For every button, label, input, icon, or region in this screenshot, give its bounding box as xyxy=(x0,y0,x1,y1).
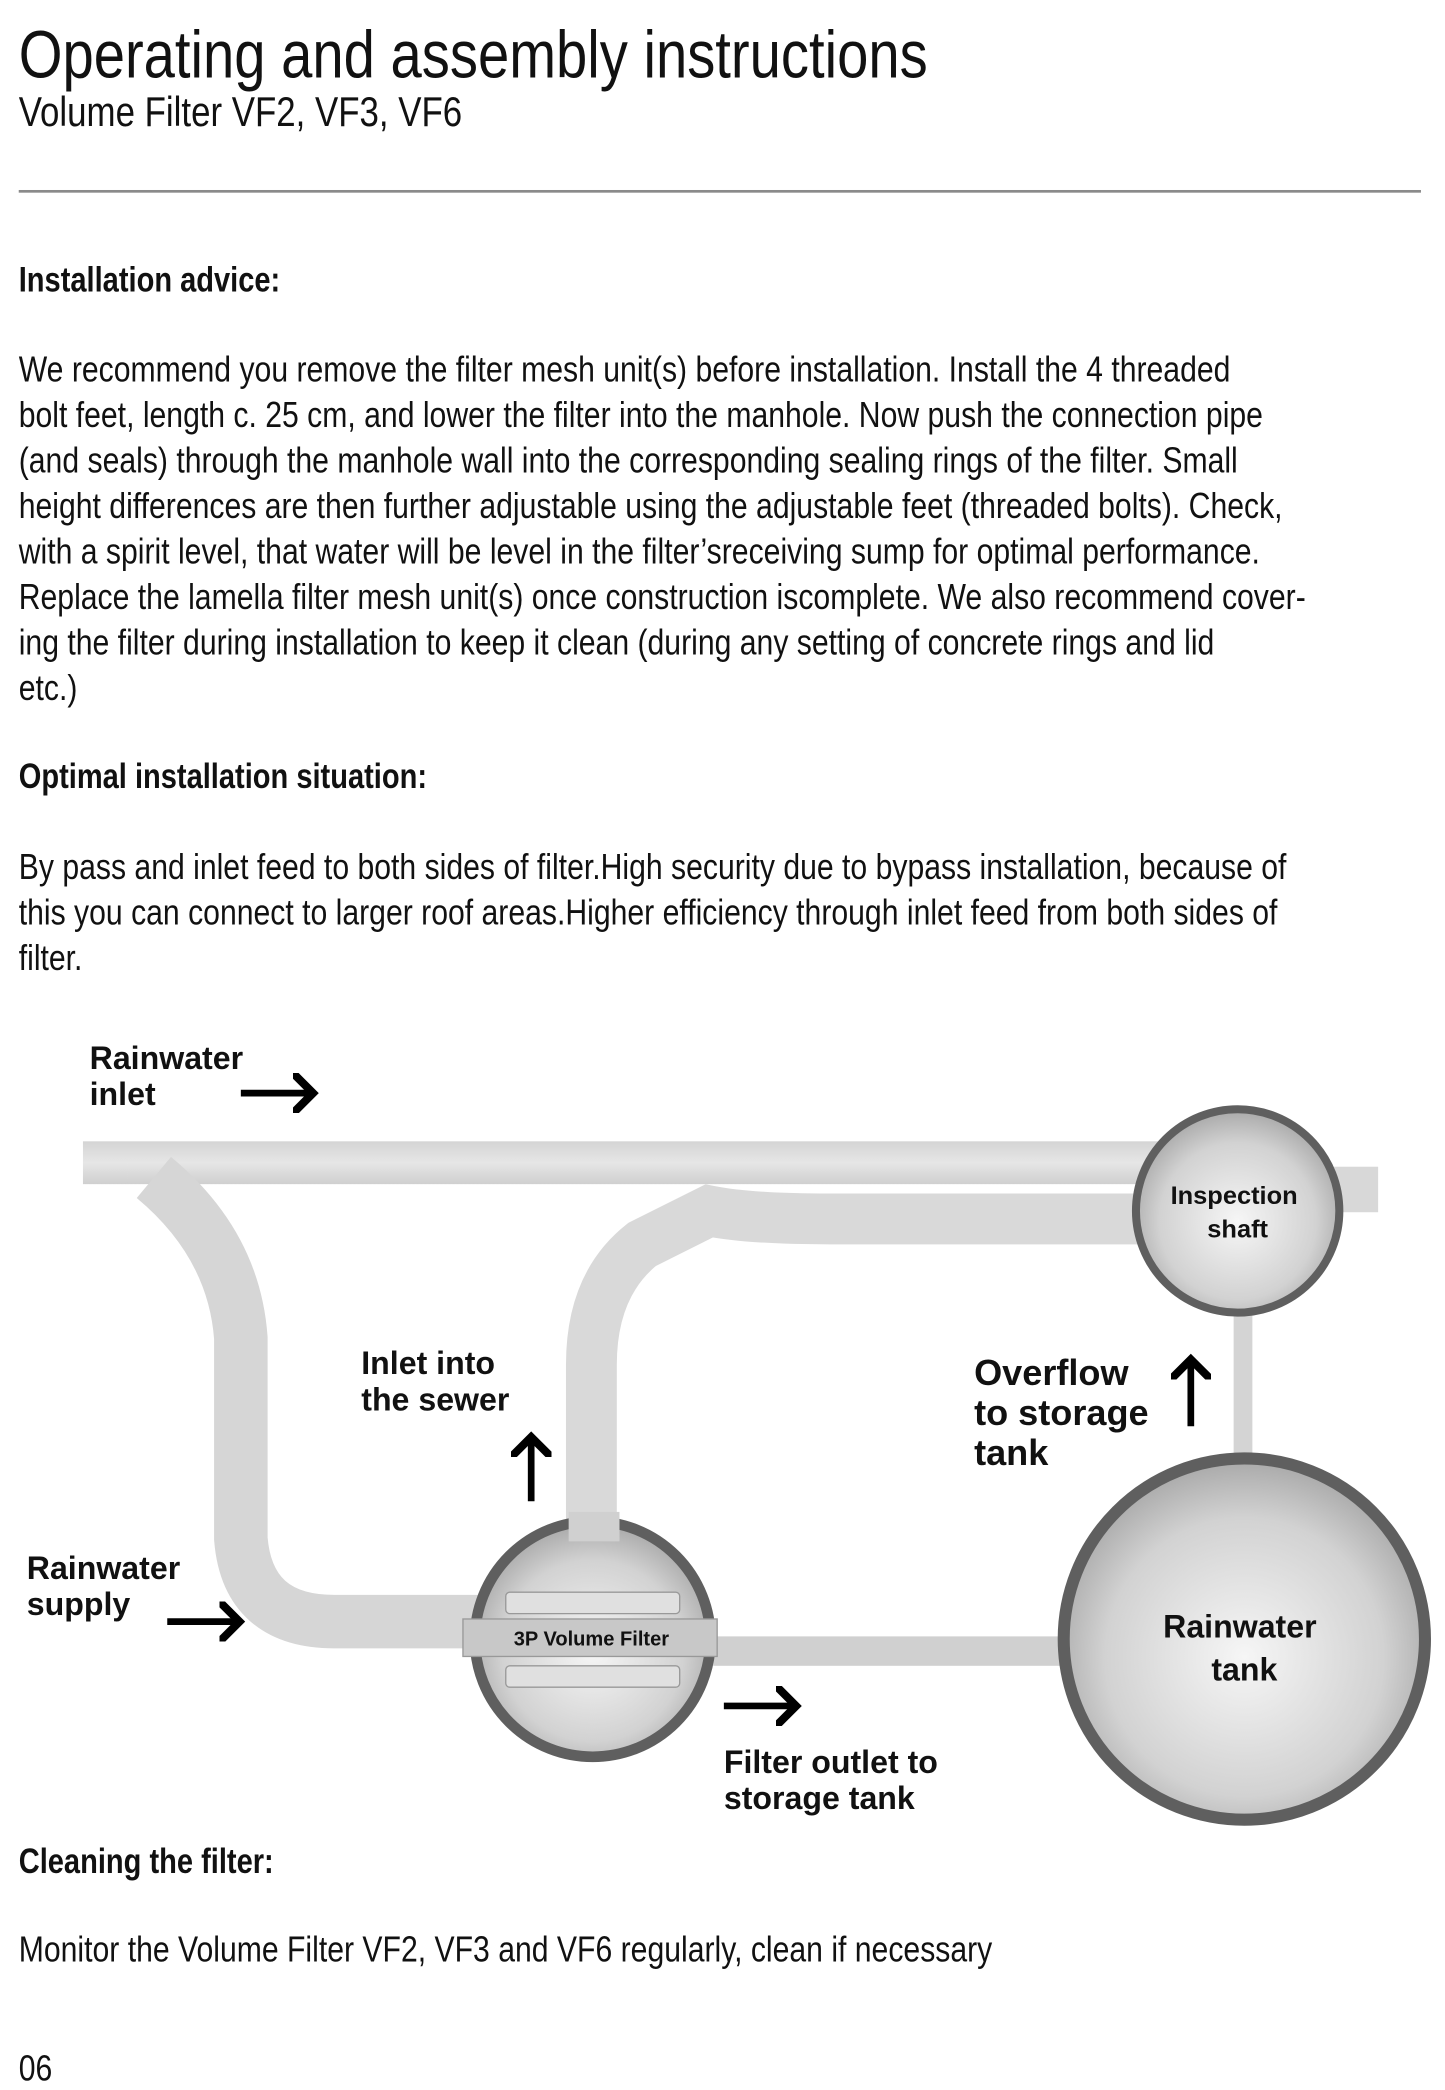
cleaning-heading: Cleaning the filter: xyxy=(18,1841,274,1882)
text-line: (and seals) through the manhole wall int… xyxy=(18,440,1238,481)
text-line: bolt feet, length c. 25 cm, and lower th… xyxy=(18,394,1263,435)
page-number: 06 xyxy=(18,2048,53,2089)
supply-pipe xyxy=(136,1156,482,1649)
filter-mesh-bottom xyxy=(505,1665,681,1688)
filter-outlet-label: Filter outlet to storage tank xyxy=(724,1744,947,1816)
installation-heading: Installation advice: xyxy=(18,259,281,300)
page-title: Operating and assembly instructions xyxy=(18,17,928,93)
rainwater-tank xyxy=(1057,1452,1431,1826)
filter-top-socket xyxy=(568,1511,620,1542)
main-pipe xyxy=(82,1141,1181,1185)
pipes xyxy=(82,1141,1379,1666)
inlet-sewer-label: Inlet into the sewer xyxy=(361,1345,510,1417)
optimal-heading: Optimal installation situation: xyxy=(18,755,428,797)
rainwater-inlet-label: Rainwater inlet xyxy=(90,1040,252,1112)
inspection-shaft xyxy=(1131,1105,1344,1317)
overflow-label: Overflow to storage tank xyxy=(974,1352,1159,1473)
page-subtitle: Volume Filter VF2, VF3, VF6 xyxy=(18,88,463,136)
text-line: ing the filter during installation to ke… xyxy=(18,622,1215,663)
filter-label: 3P Volume Filter xyxy=(514,1629,670,1651)
overflow-pipe xyxy=(1233,1311,1253,1462)
text-line: We recommend you remove the filter mesh … xyxy=(18,349,1231,390)
inspection-shaft-label: Inspection shaft xyxy=(1171,1182,1305,1243)
text-line: this you can connect to larger roof area… xyxy=(18,892,1278,933)
outlet-pipe xyxy=(713,1636,1064,1666)
filter-mesh-top xyxy=(505,1591,681,1615)
text-line: height differences are then further adju… xyxy=(18,485,1283,526)
filter-body xyxy=(462,1618,718,1658)
cleaning-text: Monitor the Volume Filter VF2, VF3 and V… xyxy=(18,1929,993,1970)
text-line: with a spirit level, that water will be … xyxy=(18,531,1260,572)
text-line: filter. xyxy=(18,937,83,979)
rainwater-supply-label: Rainwater supply xyxy=(27,1550,189,1622)
text-line: etc.) xyxy=(18,667,78,708)
rainwater-tank-label: Rainwater tank xyxy=(1163,1609,1325,1688)
sewer-pipe xyxy=(565,1184,1151,1526)
header-divider xyxy=(18,189,1421,193)
text-line: Replace the lamella filter mesh unit(s) … xyxy=(18,576,1306,617)
text-line: By pass and inlet feed to both sides of … xyxy=(18,846,1287,888)
